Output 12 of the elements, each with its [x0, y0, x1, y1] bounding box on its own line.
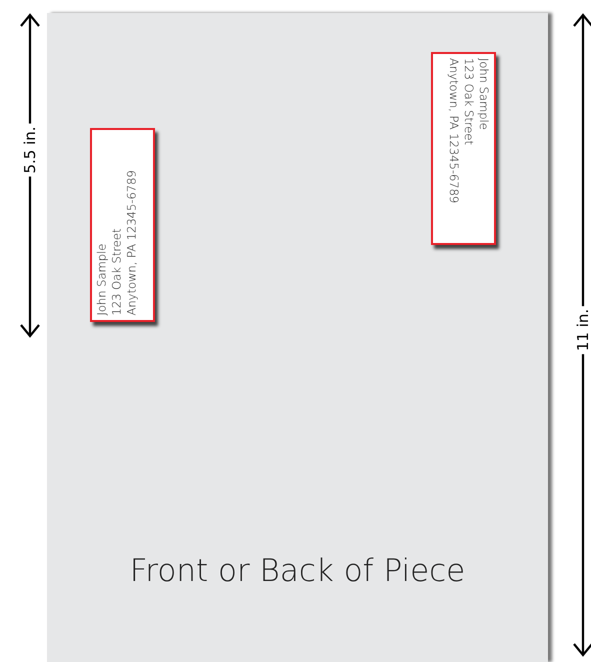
dimension-label: 11 in. — [575, 306, 591, 354]
address-line: John Sample — [476, 58, 490, 132]
address-line: Anytown, PA 12345-6789 — [446, 58, 460, 205]
address-label — [431, 52, 496, 245]
address-label — [90, 128, 155, 322]
dimension-label: 5.5 in. — [22, 123, 38, 177]
address-line: Anytown, PA 12345-6789 — [124, 169, 140, 316]
address-line: John Sample — [94, 242, 110, 316]
piece-label: Front or Back of Piece — [128, 553, 466, 589]
mail-piece — [47, 13, 548, 662]
address-line: 123 Oak Street — [460, 58, 476, 146]
address-line: 123 Oak Street — [110, 228, 124, 316]
